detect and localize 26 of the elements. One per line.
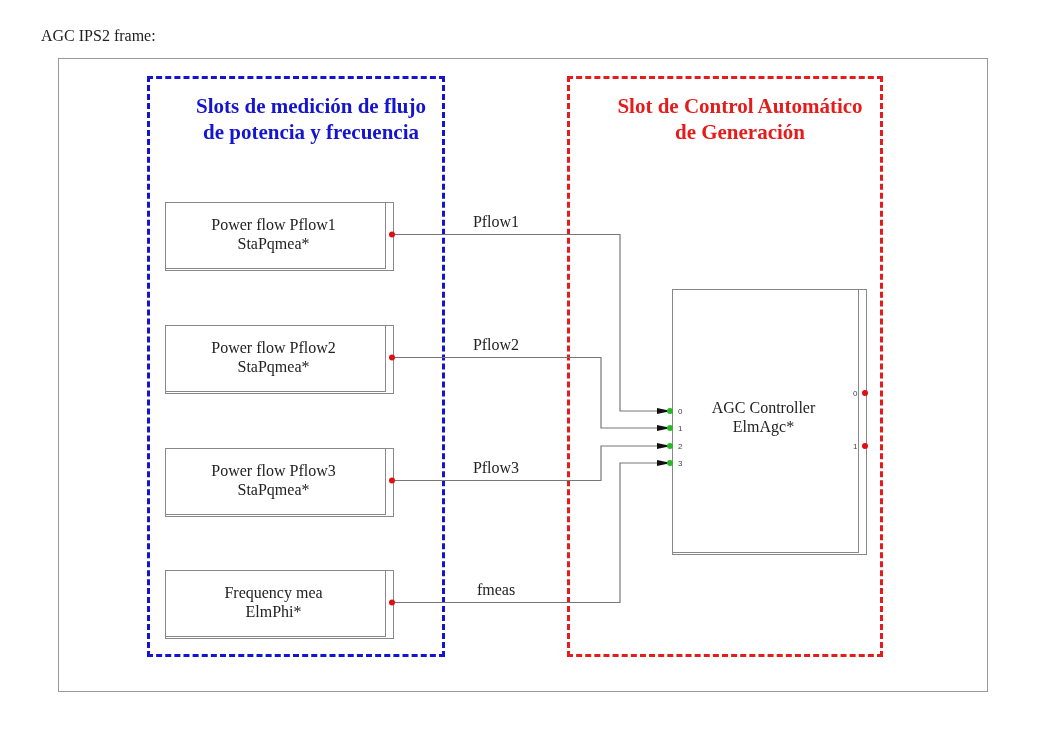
block-text: Frequency mea [224, 582, 323, 602]
slot-block [165, 570, 394, 639]
block-text: AGC Controller [711, 398, 816, 418]
port-number: 1 [853, 441, 858, 451]
slot-block [165, 448, 394, 517]
block-text: StaPqmea* [237, 357, 310, 377]
block-text: Power flow Pflow2 [211, 337, 336, 357]
dashed-group [147, 76, 445, 657]
slot-block [165, 325, 394, 394]
port-number: 3 [678, 458, 683, 468]
dashed-group [567, 76, 883, 657]
block-text: Power flow Pflow1 [211, 214, 336, 234]
port-number: 1 [678, 423, 683, 433]
block-text: StaPqmea* [237, 480, 310, 500]
slot-block [165, 202, 394, 271]
group-title: Slot de Control Automático de Generación [616, 93, 864, 146]
block-text: StaPqmea* [237, 234, 310, 254]
port-number: 0 [678, 406, 683, 416]
controller-block [672, 289, 867, 555]
group-title: Slots de medición de flujo de potencia y frecuencia [195, 93, 427, 146]
block-text: ElmPhi* [245, 602, 302, 622]
port-number: 2 [678, 441, 683, 451]
block-text: Power flow Pflow3 [211, 460, 336, 480]
frame-title: AGC IPS2 frame: [41, 27, 156, 45]
port-number: 0 [853, 388, 858, 398]
block-text: ElmAgc* [732, 417, 795, 437]
